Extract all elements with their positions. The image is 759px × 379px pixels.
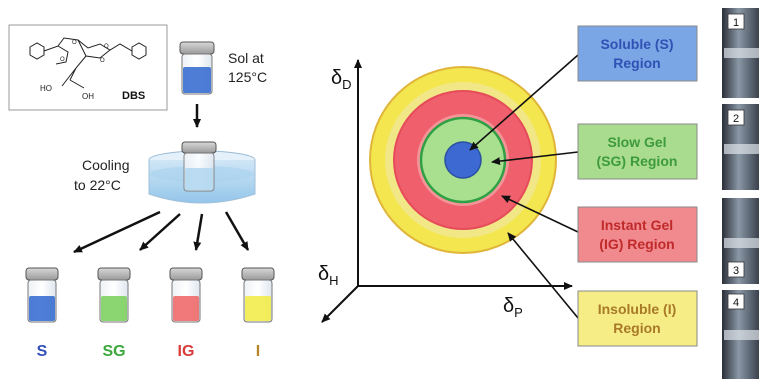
region-label-line2: (SG) Region xyxy=(597,153,678,169)
soluble-core xyxy=(444,141,482,179)
photo-strip: 1 2 3 4 xyxy=(722,8,759,379)
vial-cap xyxy=(97,267,131,281)
photo-highlight xyxy=(724,144,759,154)
result-vial-ig: IG xyxy=(169,267,203,360)
result-vials: S SG IG I xyxy=(25,267,275,360)
region-label-line1: Soluble (S) xyxy=(600,36,673,52)
sol-label-line1: Sol at xyxy=(228,50,264,66)
sol-label-line2: 125°C xyxy=(228,69,267,85)
photo-number-box xyxy=(727,109,745,126)
cooling-label-line1: Cooling xyxy=(82,157,129,173)
vial-cap xyxy=(25,267,59,281)
result-vial-i: I xyxy=(241,267,275,360)
result-vial-s: S xyxy=(25,267,59,360)
oh-label-1: HO xyxy=(40,84,52,93)
vial-label-ig: IG xyxy=(178,343,195,360)
vial-label-sg: SG xyxy=(102,343,125,360)
vial-liquid xyxy=(245,296,271,321)
region-label-line1: Slow Gel xyxy=(607,134,666,150)
o-atom-2: O xyxy=(72,40,77,46)
photo-number: 3 xyxy=(733,265,739,277)
region-box-1: Soluble (S) Region xyxy=(577,25,698,82)
photo-4: 4 xyxy=(722,290,759,379)
arrow-to-ig xyxy=(193,213,204,251)
photo-number: 2 xyxy=(733,113,739,125)
photo-highlight xyxy=(724,330,759,340)
region-box-4: Insoluble (I) Region xyxy=(577,290,698,347)
region-label-line2: (IG) Region xyxy=(599,236,674,252)
photo-number-box xyxy=(727,261,745,278)
vial-liquid xyxy=(101,296,127,321)
photo-1: 1 xyxy=(722,8,759,98)
region-label-line2: Region xyxy=(613,320,660,336)
cooling-label-line2: to 22°C xyxy=(74,177,121,193)
photo-number-box xyxy=(727,293,745,310)
oh-label-2: OH xyxy=(82,92,94,101)
dbs-structure-box: O O O O HO OH DBS xyxy=(8,24,168,111)
phenyl-ring-right xyxy=(131,42,147,60)
axis-d-label: δD xyxy=(331,67,352,92)
vial-liquid xyxy=(29,296,55,321)
dbs-bonds xyxy=(43,37,133,89)
solubility-circles xyxy=(369,66,557,254)
axis-h-label: δH xyxy=(318,263,339,288)
result-vial-sg: SG xyxy=(97,267,131,360)
region-box-bg xyxy=(577,290,698,347)
pointer-instant-gel xyxy=(501,195,579,233)
arrow-to-i xyxy=(224,211,250,251)
photo-2: 2 xyxy=(722,104,759,190)
photo-highlight xyxy=(724,48,759,58)
arrow-to-s xyxy=(73,210,161,254)
region-label-line1: Insoluble (I) xyxy=(598,301,677,317)
pointer-slow-gel xyxy=(491,151,579,166)
region-label-line2: Region xyxy=(613,55,660,71)
dbs-label: DBS xyxy=(122,90,145,102)
region-box-bg xyxy=(577,25,698,82)
o-atom-4: O xyxy=(100,58,105,64)
region-box-bg xyxy=(577,206,698,263)
o-atom-1: O xyxy=(60,57,65,63)
vial-liquid xyxy=(173,296,199,321)
photo-number: 1 xyxy=(733,17,739,29)
cooling-bath xyxy=(148,141,256,204)
pointer-insoluble xyxy=(507,232,579,319)
region-box-2: Slow Gel (SG) Region xyxy=(577,123,698,180)
region-box-bg xyxy=(577,123,698,180)
photo-highlight xyxy=(724,238,759,248)
photo-number: 4 xyxy=(733,297,739,309)
region-label-line1: Instant Gel xyxy=(601,217,673,233)
o-atom-3: O xyxy=(104,44,109,50)
photo-number-box xyxy=(727,13,745,30)
arrow-to-sg xyxy=(139,213,181,251)
region-box-3: Instant Gel (IG) Region xyxy=(577,206,698,263)
photo-3: 3 xyxy=(722,198,759,284)
pointer-soluble xyxy=(469,54,579,151)
vial-label-i: I xyxy=(256,343,260,360)
hansen-axes xyxy=(321,59,573,323)
vial-label-s: S xyxy=(37,343,48,360)
axis-h-line xyxy=(321,285,359,323)
vial-cap xyxy=(241,267,275,281)
axis-p-label: δP xyxy=(503,295,523,320)
sol-vial xyxy=(179,41,215,95)
vial-cap xyxy=(169,267,203,281)
phenyl-ring-left xyxy=(29,42,45,60)
